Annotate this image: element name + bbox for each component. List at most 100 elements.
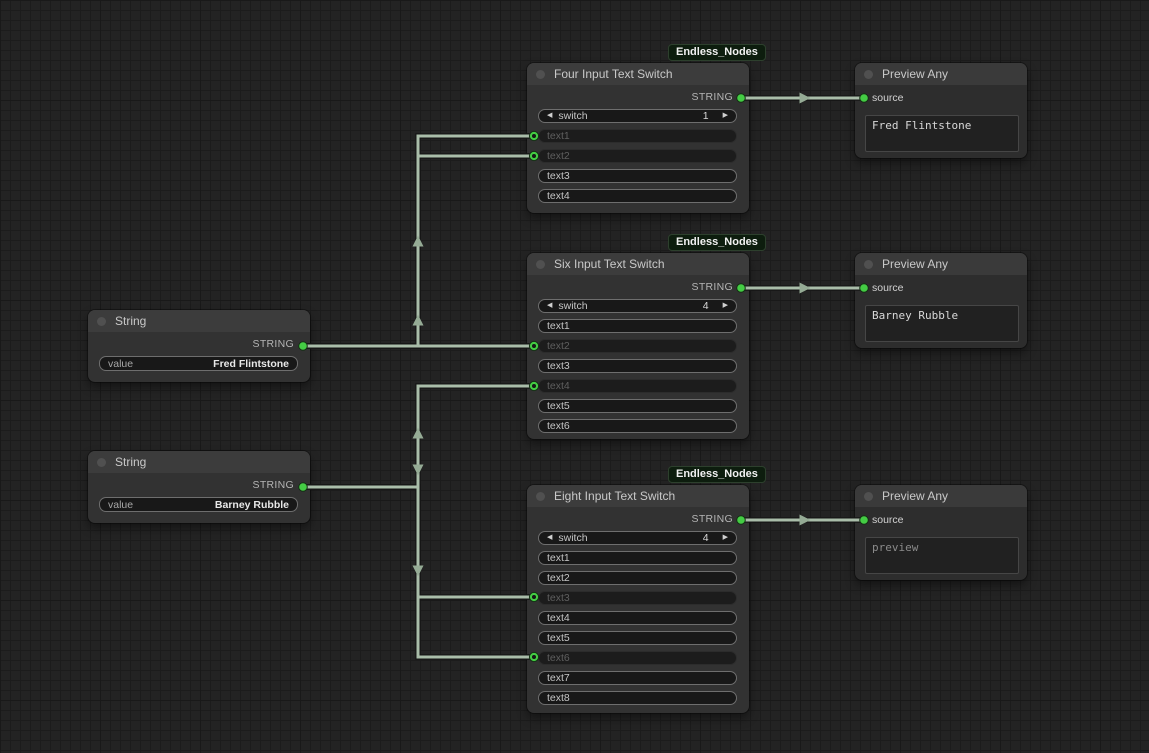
arrow-up-icon: [412, 235, 424, 247]
switch-widget[interactable]: ◀ switch 1 ▶: [538, 109, 737, 123]
input-label: source: [872, 92, 904, 104]
node-title: Preview Any: [882, 67, 949, 81]
output-row: STRING: [88, 332, 310, 356]
input-label: source: [872, 282, 904, 294]
output-row: STRING: [88, 473, 310, 497]
output-row: STRING: [527, 275, 749, 299]
category-badge: Endless_Nodes: [668, 234, 766, 251]
text4-widget[interactable]: text4: [538, 611, 737, 625]
arrow-down-icon: [412, 565, 424, 577]
input-row: source: [855, 275, 1027, 301]
wire-string1-to-four-text2: [303, 154, 534, 348]
text8-widget[interactable]: text8: [538, 691, 737, 705]
arrow-right-icon: [799, 282, 811, 294]
value-widget[interactable]: value Barney Rubble: [99, 497, 298, 512]
collapse-dot-icon[interactable]: [536, 491, 545, 501]
switch-widget[interactable]: ◀ switch 4 ▶: [538, 531, 737, 545]
decrement-arrow-icon[interactable]: ◀: [547, 302, 553, 309]
text4-input-widget: text4: [538, 379, 737, 393]
node-eight-input-text-switch: Eight Input Text Switch STRING ◀ switch …: [527, 485, 749, 713]
decrement-arrow-icon[interactable]: ◀: [547, 534, 553, 541]
text3-widget[interactable]: text3: [538, 359, 737, 373]
switch-label: switch: [558, 110, 588, 122]
node-title: Eight Input Text Switch: [554, 489, 676, 503]
decrement-arrow-icon[interactable]: ◀: [547, 112, 553, 119]
switch-label: switch: [558, 300, 588, 312]
node-title-bar[interactable]: String: [88, 451, 310, 473]
text2-widget[interactable]: text2: [538, 571, 737, 585]
node-four-input-text-switch: Four Input Text Switch STRING ◀ switch 1…: [527, 63, 749, 213]
input-label: source: [872, 514, 904, 526]
collapse-dot-icon[interactable]: [97, 457, 106, 467]
node-preview-any-1: Preview Any source Fred Flintstone: [855, 63, 1027, 158]
text5-widget[interactable]: text5: [538, 399, 737, 413]
switch-widget[interactable]: ◀ switch 4 ▶: [538, 299, 737, 313]
wire-string2-to-six-text4: [303, 384, 534, 489]
node-six-input-text-switch: Six Input Text Switch STRING ◀ switch 4 …: [527, 253, 749, 439]
node-title: Six Input Text Switch: [554, 257, 665, 271]
switch-value: 4: [702, 532, 709, 544]
increment-arrow-icon[interactable]: ▶: [722, 534, 728, 541]
collapse-dot-icon[interactable]: [864, 491, 873, 501]
arrow-up-icon: [412, 314, 424, 326]
widget-value: Barney Rubble: [214, 498, 289, 511]
text2-input-widget: text2: [538, 149, 737, 163]
node-preview-any-3: Preview Any source preview: [855, 485, 1027, 580]
node-title: Preview Any: [882, 489, 949, 503]
preview-text-widget[interactable]: Fred Flintstone: [865, 115, 1019, 152]
output-label: STRING: [252, 338, 294, 350]
node-title-bar[interactable]: Six Input Text Switch: [527, 253, 749, 275]
output-row: STRING: [527, 507, 749, 531]
node-title-bar[interactable]: Preview Any: [855, 253, 1027, 275]
input-row: source: [855, 85, 1027, 111]
wire-string1-to-four-text1: [303, 134, 534, 348]
collapse-dot-icon[interactable]: [864, 69, 873, 79]
arrow-up-icon: [412, 427, 424, 439]
increment-arrow-icon[interactable]: ▶: [722, 112, 728, 119]
node-title: Preview Any: [882, 257, 949, 271]
output-row: STRING: [527, 85, 749, 109]
node-title-bar[interactable]: Eight Input Text Switch: [527, 485, 749, 507]
text1-widget[interactable]: text1: [538, 551, 737, 565]
output-label: STRING: [691, 281, 733, 293]
node-string-2: String STRING value Barney Rubble: [88, 451, 310, 523]
node-title-bar[interactable]: String: [88, 310, 310, 332]
output-label: STRING: [252, 479, 294, 491]
node-title-bar[interactable]: Preview Any: [855, 63, 1027, 85]
text7-widget[interactable]: text7: [538, 671, 737, 685]
text3-widget[interactable]: text3: [538, 169, 737, 183]
wire-string2-to-eight-text6: [303, 485, 534, 659]
preview-text-widget[interactable]: Barney Rubble: [865, 305, 1019, 342]
switch-label: switch: [558, 532, 588, 544]
text4-widget[interactable]: text4: [538, 189, 737, 203]
node-preview-any-2: Preview Any source Barney Rubble: [855, 253, 1027, 348]
collapse-dot-icon[interactable]: [97, 316, 106, 326]
category-badge: Endless_Nodes: [668, 466, 766, 483]
value-widget[interactable]: value Fred Flintstone: [99, 356, 298, 371]
output-label: STRING: [691, 91, 733, 103]
text5-widget[interactable]: text5: [538, 631, 737, 645]
text2-input-widget: text2: [538, 339, 737, 353]
switch-value: 4: [702, 300, 709, 312]
increment-arrow-icon[interactable]: ▶: [722, 302, 728, 309]
collapse-dot-icon[interactable]: [864, 259, 873, 269]
widget-value: Fred Flintstone: [213, 357, 289, 370]
text6-widget[interactable]: text6: [538, 419, 737, 433]
node-title: Four Input Text Switch: [554, 67, 673, 81]
node-title: String: [115, 455, 147, 469]
widget-label: value: [108, 498, 134, 511]
text1-input-widget: text1: [538, 129, 737, 143]
node-title: String: [115, 314, 147, 328]
text6-input-widget: text6: [538, 651, 737, 665]
collapse-dot-icon[interactable]: [536, 259, 545, 269]
wire-string2-to-eight-text3: [303, 485, 534, 599]
collapse-dot-icon[interactable]: [536, 69, 545, 79]
text1-widget[interactable]: text1: [538, 319, 737, 333]
arrow-right-icon: [799, 514, 811, 526]
preview-text-widget[interactable]: preview: [865, 537, 1019, 574]
arrow-down-icon: [412, 464, 424, 476]
category-badge: Endless_Nodes: [668, 44, 766, 61]
node-title-bar[interactable]: Preview Any: [855, 485, 1027, 507]
node-title-bar[interactable]: Four Input Text Switch: [527, 63, 749, 85]
